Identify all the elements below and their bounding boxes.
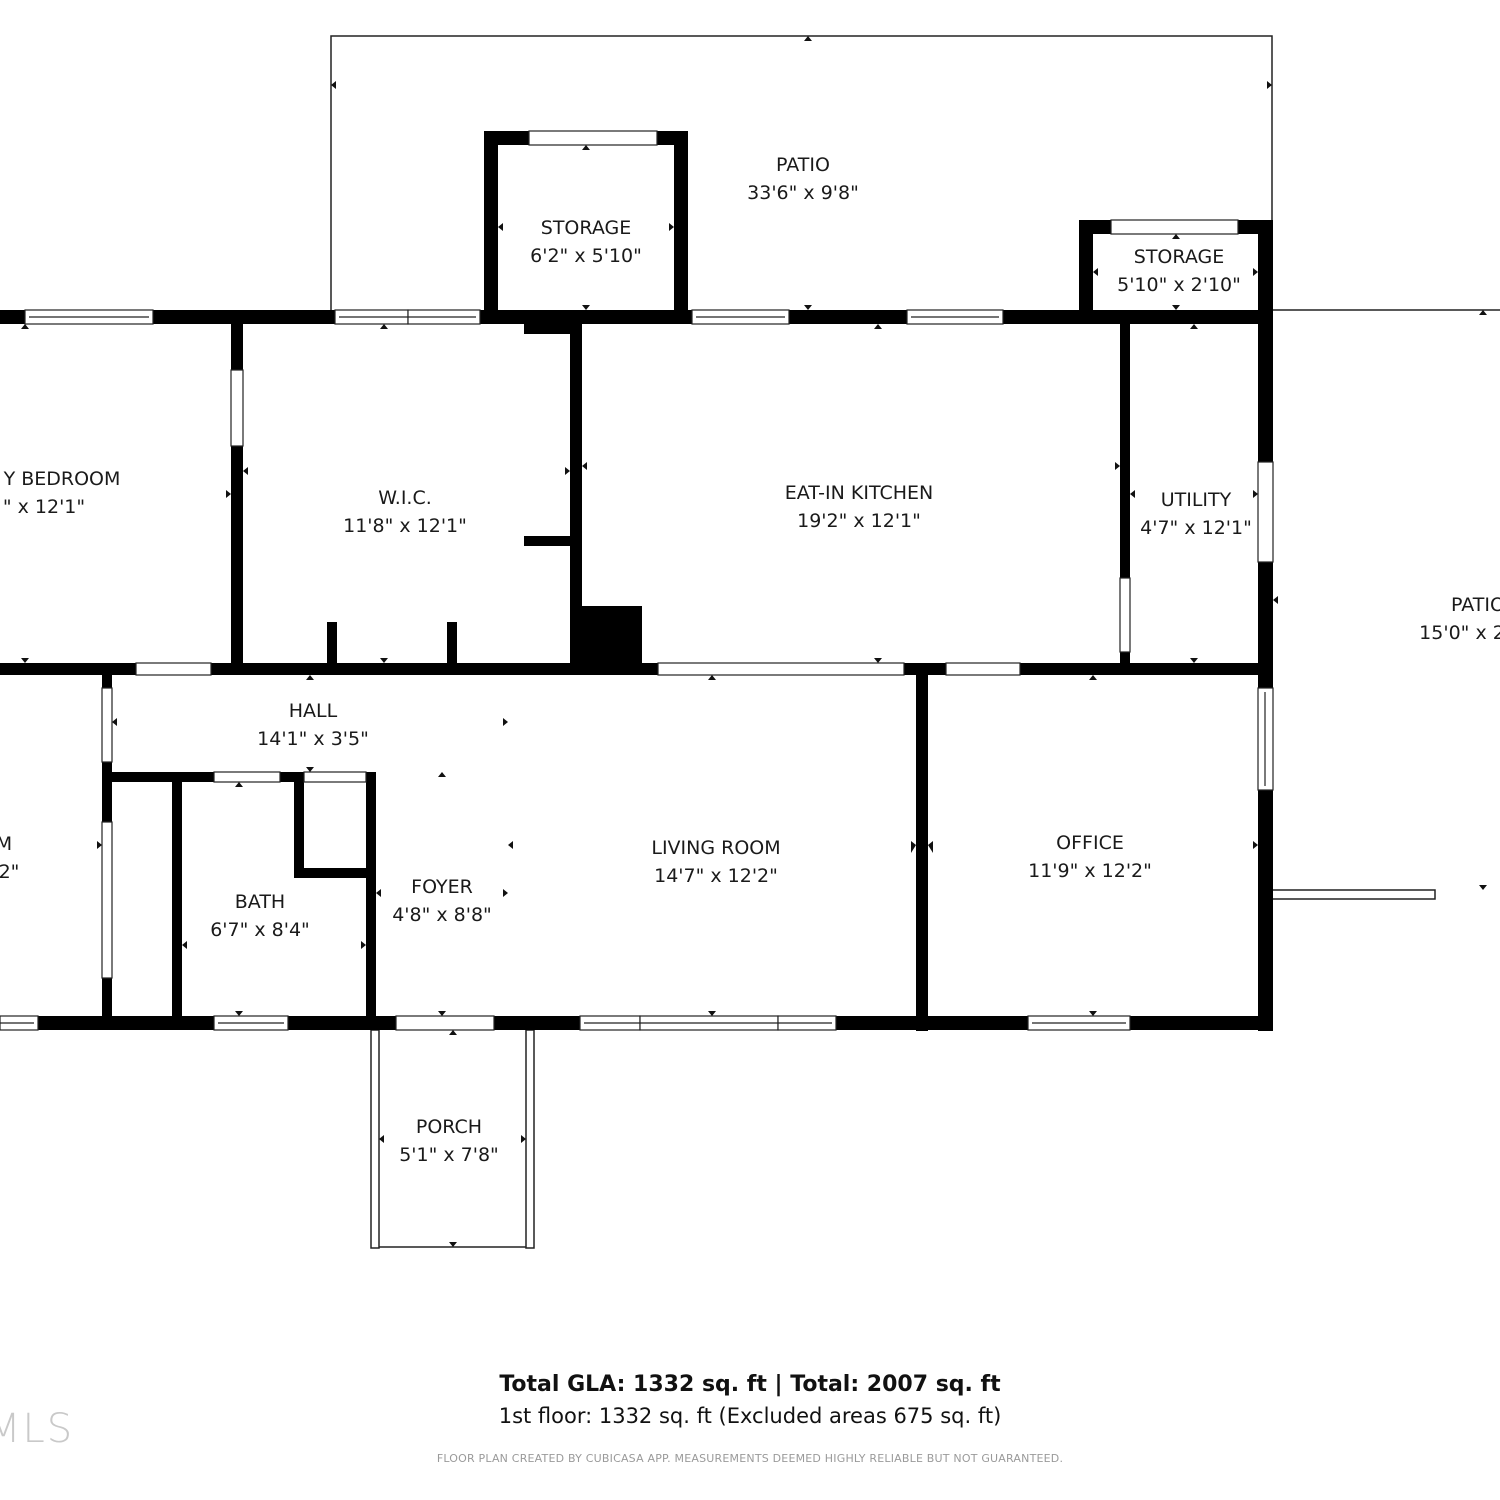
room-dims-bedroom: " x 12'1" [3, 496, 85, 518]
room-name-foyer: FOYER [411, 876, 473, 898]
room-dims-bath: 6'7" x 8'4" [210, 919, 310, 941]
room-dims-kitchen: 19'2" x 12'1" [797, 510, 921, 532]
room-dims-hall: 14'1" x 3'5" [257, 728, 369, 750]
room-labels: PATIO 33'6" x 9'8" STORAGE 6'2" x 5'10" … [0, 154, 1500, 1166]
room-dims-utility: 4'7" x 12'1" [1140, 517, 1252, 539]
room-dims-wic: 11'8" x 12'1" [343, 515, 467, 537]
room-dims-left-room: 2" [0, 861, 19, 883]
room-name-hall: HALL [289, 700, 338, 722]
room-name-patio-top: PATIO [776, 154, 830, 176]
room-dims-storage-right: 5'10" x 2'10" [1117, 274, 1241, 296]
room-name-storage-right: STORAGE [1134, 246, 1224, 268]
room-name-office: OFFICE [1056, 832, 1124, 854]
room-name-patio-right: PATIO [1451, 594, 1500, 616]
room-name-living: LIVING ROOM [651, 837, 780, 859]
room-name-left-room: M [0, 833, 12, 855]
room-name-kitchen: EAT-IN KITCHEN [785, 482, 933, 504]
room-dims-patio-top: 33'6" x 9'8" [747, 182, 859, 204]
room-name-wic: W.I.C. [378, 487, 432, 509]
room-name-storage-left: STORAGE [541, 217, 631, 239]
total-area: Total GLA: 1332 sq. ft | Total: 2007 sq.… [499, 1372, 1001, 1397]
disclaimer: FLOOR PLAN CREATED BY CUBICASA APP. MEAS… [436, 1452, 1064, 1465]
thin-outlines [330, 35, 1500, 1249]
room-name-porch: PORCH [416, 1116, 482, 1138]
room-dims-office: 11'9" x 12'2" [1028, 860, 1152, 882]
room-dims-foyer: 4'8" x 8'8" [392, 904, 492, 926]
room-dims-storage-left: 6'2" x 5'10" [530, 245, 642, 267]
walls [0, 131, 1273, 1031]
room-name-utility: UTILITY [1161, 489, 1232, 511]
floor-area: 1st floor: 1332 sq. ft (Excluded areas 6… [498, 1404, 1002, 1428]
windows [0, 130, 1274, 1031]
mls-logo: MLS [0, 1406, 75, 1452]
dimension-arrows [21, 36, 1487, 1247]
room-dims-porch: 5'1" x 7'8" [399, 1144, 499, 1166]
room-name-bedroom: Y BEDROOM [3, 468, 121, 490]
room-dims-patio-right: 15'0" x 2 [1419, 622, 1500, 644]
room-dims-living: 14'7" x 12'2" [654, 865, 778, 887]
room-name-bath: BATH [235, 891, 285, 913]
